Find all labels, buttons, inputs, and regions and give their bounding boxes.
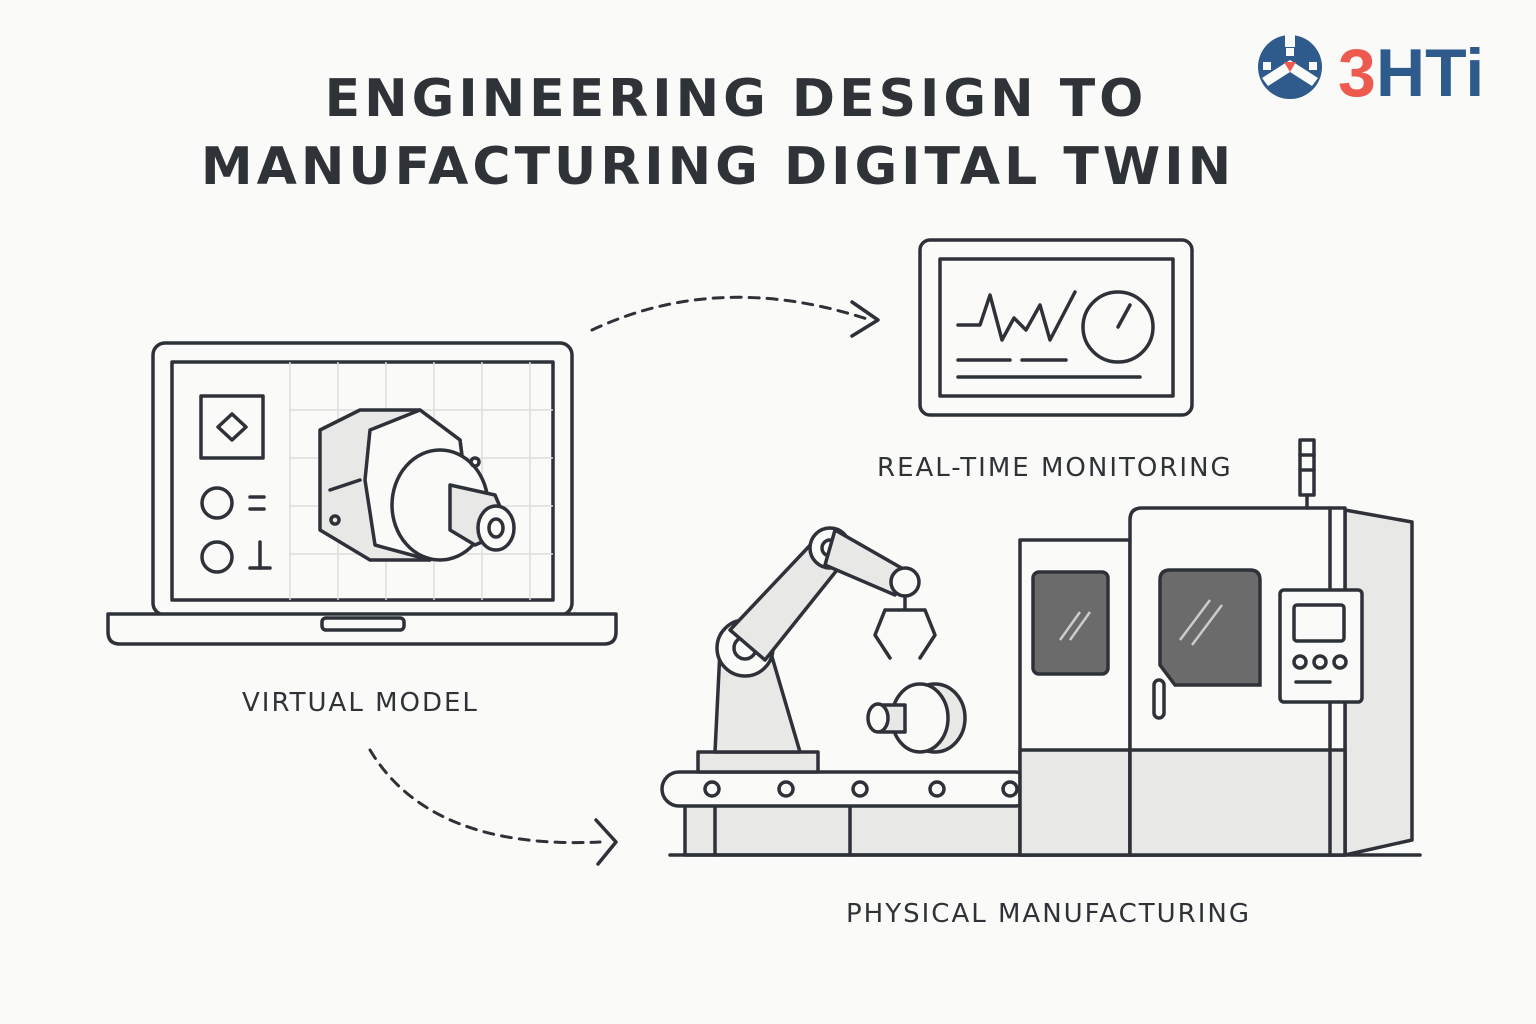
robot-arm	[696, 526, 937, 774]
logo-emblem-icon	[1258, 33, 1322, 99]
label-virtual-model: VIRTUAL MODEL	[242, 688, 479, 718]
manufactured-part	[866, 682, 967, 754]
option-circle-icon	[200, 486, 234, 520]
signal-tower-icon	[1298, 438, 1316, 510]
machine-door-handle	[1152, 678, 1166, 720]
label-physical-manufacturing: PHYSICAL MANUFACTURING	[846, 899, 1251, 929]
label-real-time-monitoring: REAL-TIME MONITORING	[877, 453, 1233, 483]
laptop-illustration	[106, 341, 618, 646]
arrow-to-monitoring	[590, 295, 880, 338]
waveform-chart	[956, 290, 1077, 342]
option-circle-icon	[200, 540, 234, 574]
title-line-2: MANUFACTURING DIGITAL TWIN	[201, 137, 1235, 197]
control-panel	[1278, 588, 1364, 704]
cad-part-model	[318, 408, 516, 562]
gauge-icon	[1081, 290, 1155, 364]
shape-tool-icon	[199, 394, 265, 460]
title-line-1: ENGINEERING DESIGN TO	[325, 69, 1148, 129]
logo-text-blue: HTi	[1376, 35, 1484, 111]
cnc-machine	[1018, 438, 1414, 857]
logo-text-red: 3	[1338, 35, 1376, 111]
arrow-to-manufacturing	[368, 748, 618, 866]
monitoring-dashboard	[918, 238, 1194, 417]
company-logo: 3 HTi	[1258, 33, 1484, 111]
